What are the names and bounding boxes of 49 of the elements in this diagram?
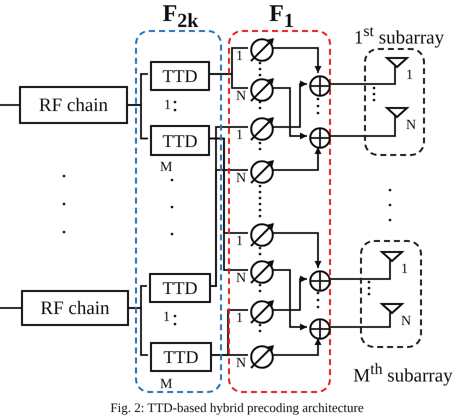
index-label: N <box>401 315 412 329</box>
connector <box>208 138 248 271</box>
index-label: M <box>160 161 172 175</box>
index-label: N <box>236 90 246 104</box>
connector <box>208 73 248 89</box>
connector <box>0 307 21 309</box>
block-box <box>21 290 129 326</box>
connector <box>272 232 322 268</box>
figure-caption: Fig. 2: TTD-based hybrid precoding architecture <box>109 401 365 414</box>
index-label: 1 <box>236 312 243 326</box>
index-label: N <box>236 172 246 186</box>
connector <box>128 104 148 140</box>
connector <box>272 147 322 171</box>
index-label: 1 <box>236 50 243 64</box>
connector <box>210 354 248 356</box>
index-label: M <box>160 378 172 392</box>
block-label: TTD <box>162 277 198 300</box>
index-label: N <box>236 272 246 286</box>
index-label: 1 <box>406 69 413 83</box>
index-label: 1 <box>163 311 170 325</box>
block-label: TTD <box>162 65 198 88</box>
index-label: N <box>236 357 246 371</box>
index-label: 1 <box>236 235 243 249</box>
group-title: M$^{th}$ subarray <box>352 362 454 386</box>
connector <box>272 87 307 140</box>
block-label: TTD <box>162 346 200 369</box>
connector <box>272 47 322 73</box>
block-box <box>19 86 128 124</box>
connector <box>329 260 391 280</box>
index-label: 1 <box>236 129 243 143</box>
connector <box>209 169 248 287</box>
connector <box>129 307 148 356</box>
connector <box>329 116 396 137</box>
group-title: F$_{1}$ <box>268 2 295 31</box>
connector <box>329 312 391 328</box>
connector <box>272 269 307 330</box>
group-title: F$_{2k}$ <box>162 2 200 31</box>
connector <box>272 338 322 356</box>
index-label: 1 <box>401 263 408 277</box>
block-label: RF chain <box>38 94 110 118</box>
connector <box>0 104 19 106</box>
connector <box>329 66 396 85</box>
group-title: 1$^{st}$ subarray <box>352 24 446 48</box>
index-label: N <box>406 119 416 133</box>
block-label: TTD <box>162 130 198 152</box>
index-label: 1 <box>164 99 171 113</box>
connector <box>272 80 307 128</box>
block-label: RF chain <box>39 296 111 320</box>
connector <box>272 276 307 311</box>
